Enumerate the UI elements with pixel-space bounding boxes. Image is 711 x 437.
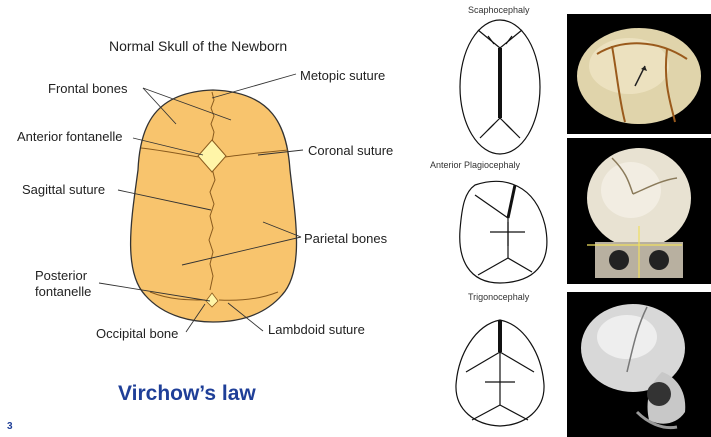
label-lambdoid-suture: Lambdoid suture (268, 322, 365, 337)
label-posterior-fontanelle-line1: Posterior (35, 268, 87, 283)
plagiocephaly-skull (460, 181, 547, 283)
scaphocephaly-skull (460, 20, 540, 154)
label-sagittal-suture: Sagittal suture (22, 182, 105, 197)
label-occipital-bone: Occipital bone (96, 326, 178, 341)
label-metopic-suture: Metopic suture (300, 68, 385, 83)
page-number: 3 (7, 421, 13, 432)
skull-drawing (0, 0, 430, 437)
virchows-law-heading: Virchow’s law (118, 382, 256, 406)
scaphocephaly-ct-image (567, 14, 711, 134)
label-posterior-fontanelle-line2: fontanelle (35, 284, 91, 299)
label-parietal-bones: Parietal bones (304, 231, 387, 246)
label-frontal-bones: Frontal bones (48, 81, 128, 96)
label-coronal-suture: Coronal suture (308, 143, 393, 158)
trigonocephaly-ct-image (567, 292, 711, 437)
label-anterior-fontanelle: Anterior fontanelle (17, 129, 123, 144)
craniosynostosis-drawings (430, 0, 565, 437)
plagiocephaly-ct-image (567, 138, 711, 284)
trigonocephaly-skull (456, 320, 544, 426)
